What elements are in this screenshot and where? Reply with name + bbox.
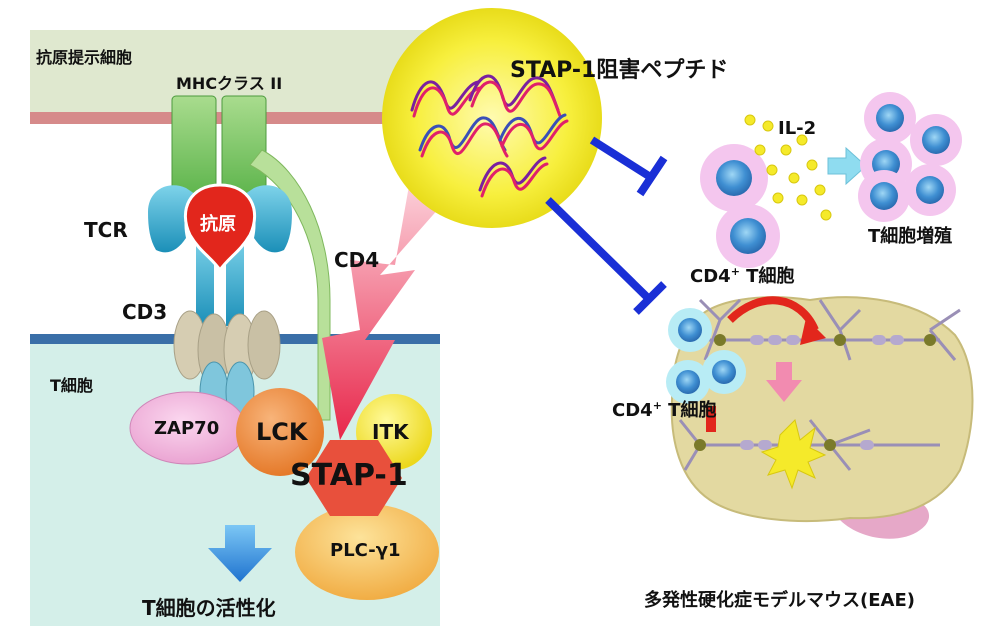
eae-label: 多発性硬化症モデルマウス(EAE): [644, 590, 915, 611]
cd4-tcells-lower: [666, 308, 746, 432]
inhibit-lower: [545, 197, 667, 315]
brain-illustration: [670, 296, 974, 539]
proliferated-cells: [858, 92, 962, 222]
tcr-molecule: [148, 185, 292, 326]
peptide-circle: [382, 8, 602, 228]
lightning-bolt: [322, 180, 455, 440]
cd3-label: CD3: [122, 300, 168, 324]
peptide-label: STAP-1阻害ペプチド: [510, 58, 729, 83]
lck-label: LCK: [256, 418, 308, 446]
cd4-tcells-upper: [700, 144, 780, 268]
lck-shape: [236, 388, 324, 476]
apc-label: 抗原提示細胞: [36, 48, 133, 67]
cd4-upper-main: CD4: [690, 266, 731, 287]
mhc-label: MHCクラス II: [176, 74, 283, 93]
activation-label: T細胞の活性化: [142, 596, 276, 620]
cd4-lower-sup: +: [652, 399, 662, 412]
proliferation-label: T細胞増殖: [868, 226, 953, 247]
itk-label: ITK: [372, 420, 409, 444]
il2-label: IL-2: [778, 118, 817, 139]
cd4-label: CD4: [334, 248, 380, 272]
stap1-label: STAP-1: [290, 458, 408, 493]
cd4-lower-rest: T細胞: [661, 400, 717, 421]
zap70-label: ZAP70: [154, 418, 220, 439]
antigen-shape: [184, 183, 256, 273]
tcell-label: T細胞: [50, 376, 93, 395]
inhibit-upper: [589, 136, 668, 197]
proliferation-arrow: [827, 146, 867, 186]
stap1-shape: [306, 440, 402, 516]
cd4-upper-sup: +: [730, 265, 740, 278]
cd4-lower-main: CD4: [612, 400, 653, 421]
cd4-upper-rest: T細胞: [739, 266, 795, 287]
antigen-label: 抗原: [200, 214, 236, 235]
il2-dots: [744, 114, 832, 221]
peptide-strands: [410, 74, 569, 198]
plc-label: PLC-γ1: [330, 540, 401, 561]
tcr-label: TCR: [84, 218, 128, 242]
cd4-tcell-lower-label: CD4+ T細胞: [612, 396, 716, 422]
activation-arrow: [208, 525, 272, 582]
cd4-tcell-upper-label: CD4+ T細胞: [690, 262, 794, 288]
plc-shape: [295, 504, 439, 600]
